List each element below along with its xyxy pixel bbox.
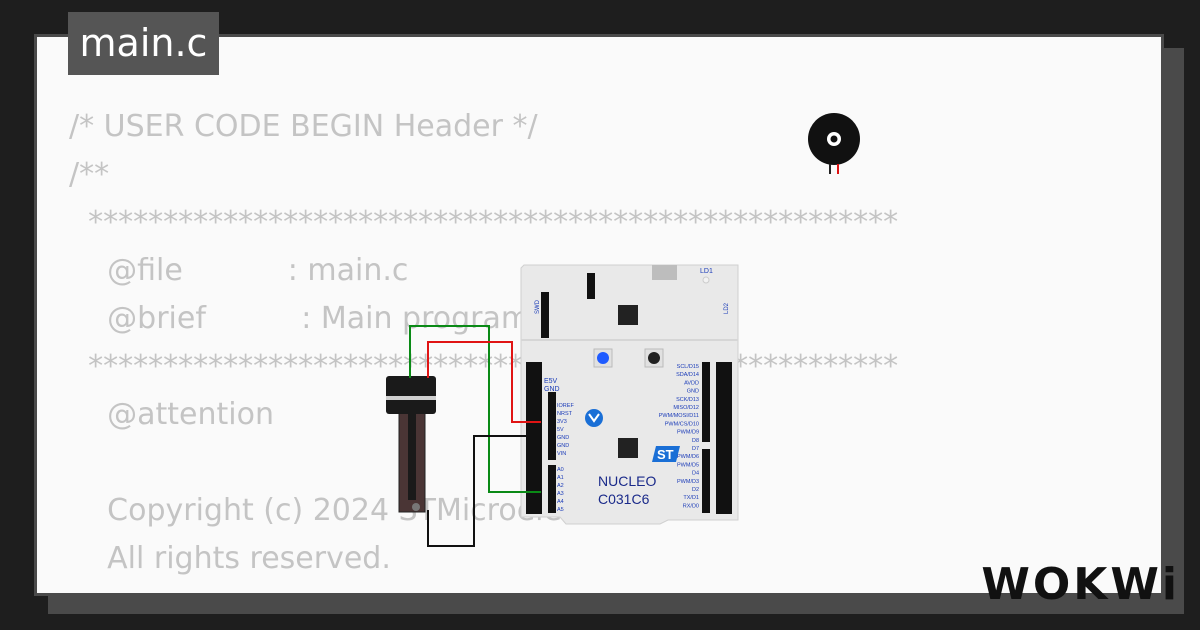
pin-label: NRST [557, 411, 573, 417]
power-header [548, 392, 556, 460]
pin-label: PWM/CS/D10 [665, 421, 699, 427]
code-line: /** [69, 157, 110, 192]
code-line: ****************************************… [69, 349, 899, 384]
gnd-label: GND [544, 386, 560, 393]
pin-label: D7 [692, 446, 699, 452]
pin-label: GND [687, 389, 699, 395]
pin-label: A2 [557, 483, 564, 489]
slide-potentiometer[interactable] [386, 376, 436, 513]
pin-label: VIN [557, 451, 566, 457]
pin-label: RX/D0 [683, 503, 699, 509]
pin-label: D8 [692, 438, 699, 444]
ld2-label: LD2 [724, 302, 730, 314]
code-line: /* USER CODE BEGIN Header */ [69, 109, 538, 144]
pin-label: A5 [557, 507, 564, 513]
morpho-right-header [716, 362, 732, 514]
usb-connector [652, 265, 677, 280]
e5v-label: E5V [544, 378, 558, 385]
code-editor: /* USER CODE BEGIN Header */ /** *******… [69, 103, 898, 583]
pin-label: A4 [557, 499, 564, 505]
pin-label: A1 [557, 475, 564, 481]
ld1-label: LD1 [700, 268, 713, 275]
file-tab[interactable]: main.c [68, 12, 219, 75]
stlink-chip [618, 305, 638, 325]
board-name-line1: NUCLEO [598, 473, 656, 489]
pin-label: PWM/D3 [677, 479, 699, 485]
pin-label: SCL/D15 [677, 364, 699, 370]
slider-handle[interactable] [386, 376, 436, 414]
swd-label: SWD [535, 299, 541, 314]
swd-header [541, 292, 549, 338]
svg-text:ST: ST [657, 447, 674, 462]
pin-label: IOREF [557, 403, 574, 409]
morpho-left-header [526, 362, 542, 514]
pin-label: TX/D1 [683, 495, 699, 501]
code-line: All rights reserved. [69, 541, 391, 576]
wokwi-logo: WOKWi [981, 559, 1180, 610]
pin-label: GND [557, 435, 569, 441]
power-pin-labels: IOREF NRST 3V3 5V GND GND VIN [557, 403, 574, 457]
pin-label: PWM/MOSI/D11 [659, 413, 699, 419]
vdd-header [587, 273, 595, 299]
pin-label: PWM/D5 [677, 462, 699, 468]
digital-header-low [702, 449, 710, 513]
pin-label: SCK/D13 [676, 397, 699, 403]
pin-label: D4 [692, 471, 699, 477]
pin-label: A3 [557, 491, 564, 497]
user-button-cap [597, 352, 609, 364]
pin-label: PWM/D9 [677, 430, 699, 436]
wires [409, 325, 541, 547]
wire-red [427, 341, 541, 423]
code-line: ****************************************… [69, 205, 899, 240]
analog-header [548, 465, 556, 513]
ld1-led [702, 276, 710, 284]
pin-label: A0 [557, 467, 564, 473]
reset-button-cap [648, 352, 660, 364]
wokwi-mark-icon [585, 409, 603, 427]
pin-label: 3V3 [557, 419, 567, 425]
pin-label: AVDD [684, 380, 699, 386]
code-line: @file : main.c [69, 253, 409, 288]
pot-screw [412, 503, 420, 511]
pin-label: D2 [692, 487, 699, 493]
pin-label: SDA/D14 [676, 372, 699, 378]
st-logo-icon: ST [652, 446, 680, 462]
pin-label: GND [557, 443, 569, 449]
mcu-chip [618, 438, 638, 458]
pin-label: 5V [557, 427, 564, 433]
board-name-line2: C031C6 [598, 491, 650, 507]
nucleo-board[interactable]: SWD LD1 LD2 E5V GND IOREF NRST 3V3 5V GND GND… [520, 264, 739, 525]
pin-label: MISO/D12 [673, 405, 699, 411]
digital-header-high [702, 362, 710, 442]
wire-green [409, 325, 541, 493]
code-line: @brief : Main program [69, 301, 531, 336]
buzzer[interactable] [808, 113, 860, 174]
code-line: @attention [69, 397, 274, 432]
slider-handle-stripe [386, 396, 436, 400]
pin-label: PWM/D6 [677, 454, 699, 460]
wire-black [427, 435, 541, 547]
